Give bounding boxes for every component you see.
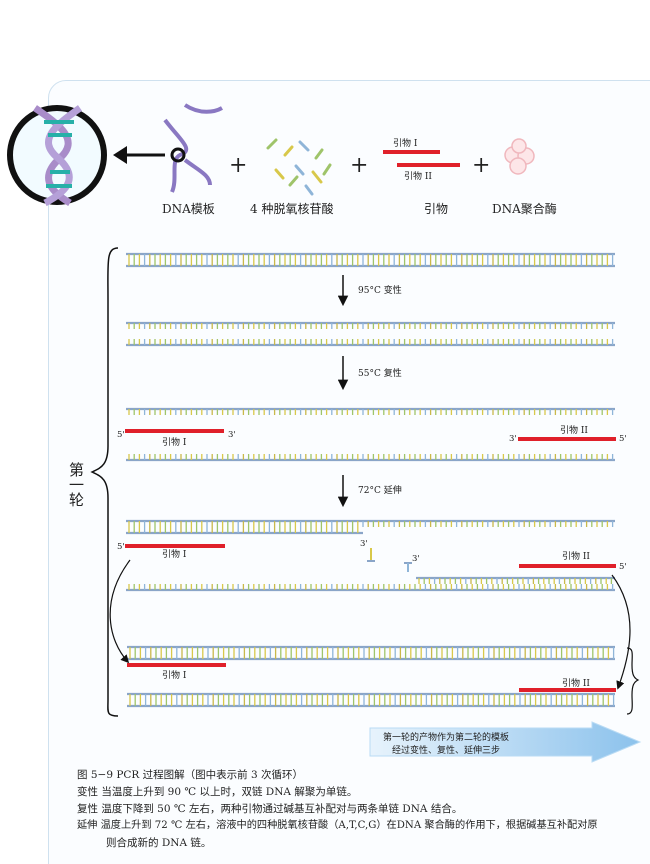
product-brace bbox=[626, 647, 640, 715]
five-prime-c: 5' bbox=[117, 542, 125, 552]
step-label-denature: 95°C 变性 bbox=[358, 284, 402, 296]
caption-extend-1: 延伸 温度上升到 72 ℃ 左右，溶液中的四种脱氧核苷酸（A,T,C,G）在DN… bbox=[77, 820, 598, 831]
extend-bottom-new bbox=[416, 576, 615, 584]
denatured-bottom bbox=[126, 339, 615, 347]
denatured-top bbox=[126, 321, 615, 329]
plus-sign-3: + bbox=[472, 153, 490, 178]
curve-arrow-left bbox=[109, 559, 131, 664]
plus-sign-2: + bbox=[350, 153, 368, 178]
step-label-anneal: 55°C 复性 bbox=[358, 367, 402, 379]
primer-1-label-product: 引物 I bbox=[162, 669, 187, 681]
primer-1-label-top: 引物 I bbox=[393, 137, 418, 149]
polymerase-icon bbox=[504, 138, 535, 175]
extend-top-template bbox=[126, 519, 615, 527]
primer-1-label-extend: 引物 I bbox=[162, 548, 187, 560]
primer-2-label-top: 引物 II bbox=[404, 170, 432, 182]
arrow-note-line1: 第一轮的产物作为第二轮的模板 bbox=[383, 731, 509, 743]
annealed-top bbox=[126, 407, 615, 415]
five-prime-b: 5' bbox=[619, 434, 627, 444]
extend-bottom-template bbox=[126, 584, 615, 592]
figure-caption-title: 图 5−9 PCR 过程图解（图中表示前 3 次循环） bbox=[77, 769, 304, 781]
three-prime-b: 3' bbox=[509, 434, 517, 444]
primer-2-label-anneal: 引物 II bbox=[560, 424, 588, 436]
caption-anneal: 复性 温度下降到 50 ℃ 左右，两种引物通过碱基互补配对与两条单链 DNA 结… bbox=[77, 803, 463, 815]
dna-strands bbox=[126, 252, 615, 708]
five-prime-d: 5' bbox=[619, 562, 627, 572]
dna-original-bottom bbox=[126, 260, 615, 268]
nucleotides-icon bbox=[266, 138, 332, 196]
five-prime-a: 5' bbox=[117, 430, 125, 440]
step-label-extend: 72°C 延伸 bbox=[358, 484, 402, 496]
next-round-arrow bbox=[369, 721, 642, 763]
product-1-bottom bbox=[127, 653, 615, 661]
dna-helix-magnified bbox=[7, 105, 107, 207]
primer-2-label-extend: 引物 II bbox=[562, 550, 590, 562]
product-2-top bbox=[127, 692, 615, 700]
polymerase-label: DNA聚合酶 bbox=[492, 201, 557, 216]
annealed-bottom bbox=[126, 454, 615, 462]
three-prime-a: 3' bbox=[228, 430, 236, 440]
curve-arrow-right bbox=[611, 574, 631, 690]
primers-label: 引物 bbox=[424, 202, 448, 216]
round-one-brace bbox=[90, 247, 119, 717]
caption-denature: 变性 当温度上升到 90 ℃ 以上时，双链 DNA 解聚为单链。 bbox=[77, 786, 358, 798]
round-one-label: 第一轮 bbox=[67, 461, 85, 507]
nucleotide-adding-2 bbox=[404, 562, 412, 572]
dna-original-top bbox=[126, 252, 615, 260]
three-prime-d: 3' bbox=[412, 554, 420, 564]
primer-2-label-product: 引物 II bbox=[562, 677, 590, 689]
arrow-note-line2: 经过变性、复性、延伸三步 bbox=[392, 744, 500, 756]
extend-top-new bbox=[126, 527, 363, 535]
three-prime-c: 3' bbox=[360, 539, 368, 549]
dna-template-icon bbox=[163, 103, 223, 193]
primers-icon bbox=[383, 150, 460, 167]
plus-sign-1: + bbox=[229, 153, 247, 178]
nucleotide-adding-1 bbox=[367, 548, 375, 562]
zoom-arrow bbox=[113, 146, 165, 164]
primer-1-label-anneal: 引物 I bbox=[162, 436, 187, 448]
caption-extend-2: 则合成新的 DNA 链。 bbox=[106, 837, 212, 849]
product-1-top bbox=[127, 645, 615, 653]
product-2-bottom bbox=[127, 700, 615, 708]
nucleotides-label: 4 种脱氧核苷酸 bbox=[250, 201, 333, 216]
dna-template-label: DNA模板 bbox=[162, 202, 215, 216]
